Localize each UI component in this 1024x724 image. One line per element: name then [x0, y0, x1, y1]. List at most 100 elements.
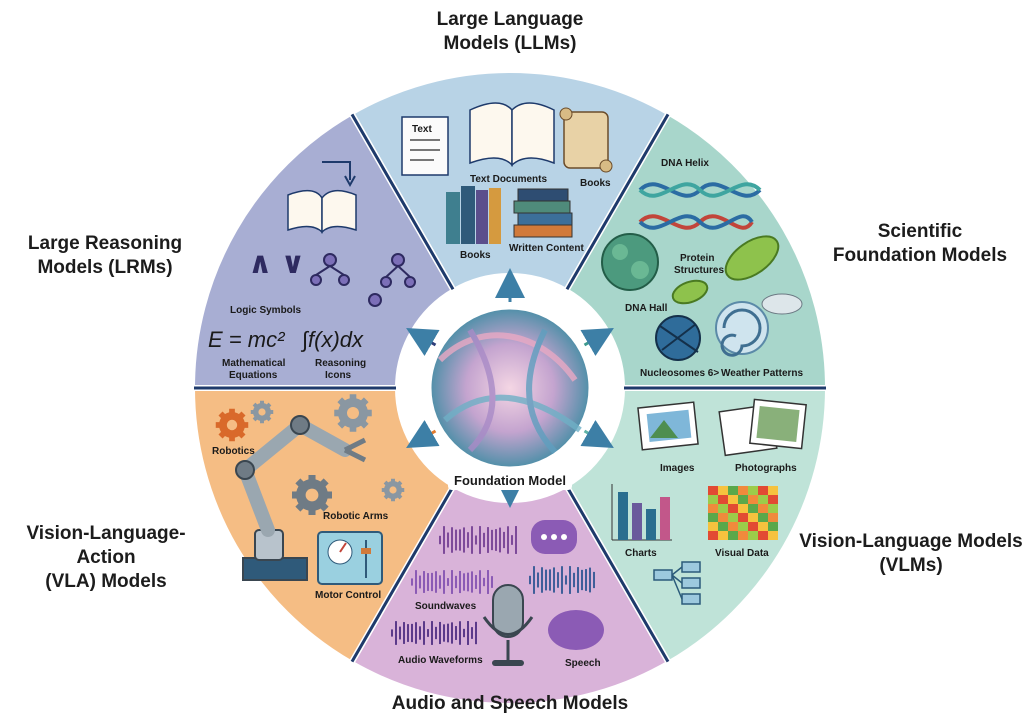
- heatmap-cell: [738, 522, 748, 531]
- heatmap-cell: [728, 531, 738, 540]
- heatmap-cell: [748, 504, 758, 513]
- scroll-icon: [559, 107, 613, 173]
- llm-item-written-content: Written Content: [509, 243, 584, 254]
- open-book-icon: [469, 102, 555, 167]
- heatmap-cell: [708, 531, 718, 540]
- arrow-2: [580, 420, 614, 449]
- dna-helix-icon: [638, 182, 762, 230]
- vla-item-motor-control: Motor Control: [315, 590, 381, 601]
- lrm-item-logic-symbols: Logic Symbols: [230, 305, 302, 316]
- nucleosome-icon: [655, 315, 701, 361]
- title-llm-line2: Models (LLMs): [443, 33, 577, 54]
- sci-item-weather: Weather Patterns: [721, 368, 804, 379]
- heatmap-icon: [708, 486, 778, 540]
- heatmap-cell: [748, 495, 758, 504]
- center-label: Foundation Model: [454, 473, 566, 488]
- title-vlm-line2: (VLMs): [879, 555, 943, 576]
- title-audio: Audio and Speech Models: [370, 692, 650, 716]
- flowchart-icon: [653, 561, 701, 605]
- heatmap-cell: [738, 504, 748, 513]
- heatmap-cell: [728, 513, 738, 522]
- sci-item-structures: Structures: [674, 265, 724, 276]
- text-document-icon: [401, 116, 449, 176]
- reasoning-network-icon: [310, 253, 416, 307]
- arrow-5: [406, 327, 440, 356]
- title-vla: Vision-Language-Action (VLA) Models: [0, 522, 212, 594]
- heatmap-cell: [768, 504, 778, 513]
- title-scientific: Scientific Foundation Models: [820, 220, 1020, 268]
- lrm-item-icons: Icons: [325, 370, 352, 381]
- heatmap-cell: [718, 522, 728, 531]
- gear-icon: [250, 400, 274, 424]
- title-llm: Large Language Models (LLMs): [410, 8, 610, 56]
- vlm-item-visual-data: Visual Data: [715, 548, 769, 559]
- heatmap-cell: [708, 486, 718, 495]
- heatmap-cell: [718, 495, 728, 504]
- equation-integral: ∫f(x)dx: [300, 327, 364, 352]
- vlm-item-images: Images: [660, 463, 695, 474]
- heatmap-cell: [768, 495, 778, 504]
- audio-item-speech: Speech: [565, 658, 601, 669]
- robotic-arm-icon: [235, 415, 367, 581]
- core-swirls: [437, 328, 582, 455]
- speech-bubble-icon: [531, 520, 577, 554]
- heatmap-cell: [748, 531, 758, 540]
- heatmap-cell: [708, 522, 718, 531]
- title-vlm: Vision-Language Models (VLMs): [798, 530, 1024, 578]
- heatmap-cell: [768, 513, 778, 522]
- heatmap-cell: [748, 522, 758, 531]
- sector-dividers: [194, 113, 826, 663]
- llm-item-books: Books: [460, 250, 491, 261]
- title-sci-line1: Scientific: [877, 221, 963, 242]
- vla-item-robotic-arms: Robotic Arms: [323, 511, 389, 522]
- gear-icon: [292, 475, 332, 515]
- photographs-icon: [718, 398, 807, 457]
- heatmap-cell: [768, 531, 778, 540]
- sci-item-dna-helix: DNA Helix: [661, 158, 709, 169]
- heatmap-cell: [758, 504, 768, 513]
- heatmap-cell: [758, 531, 768, 540]
- heatmap-cell: [718, 486, 728, 495]
- vla-item-robotics: Robotics: [212, 446, 255, 457]
- center-label-bg: [448, 470, 572, 490]
- foundation-core: [428, 306, 592, 470]
- soundwave-icons: [391, 526, 595, 645]
- llm-item-text-documents: Text Documents: [470, 174, 547, 185]
- heatmap-cell: [718, 531, 728, 540]
- heatmap-cell: [738, 495, 748, 504]
- divider-line-3: [565, 485, 670, 663]
- gear-icon: [334, 394, 372, 432]
- heatmap-cell: [708, 513, 718, 522]
- title-llm-line1: Large Language: [436, 9, 584, 30]
- speech-icon: [548, 610, 604, 650]
- audio-item-audio-waveforms: Audio Waveforms: [398, 655, 483, 666]
- heatmap-cell: [738, 531, 748, 540]
- title-sci-line2: Foundation Models: [832, 245, 1008, 266]
- llm-item-text: Text: [412, 124, 432, 135]
- sci-item-protein: Protein: [680, 253, 714, 264]
- heatmap-cell: [728, 522, 738, 531]
- heatmap-cell: [738, 486, 748, 495]
- divider-line-1: [565, 113, 670, 291]
- logic-symbols-text: ∧ ∨: [248, 247, 305, 280]
- lrm-item-equations: Equations: [229, 370, 278, 381]
- heatmap-cell: [758, 513, 768, 522]
- book-stack-icon: [513, 188, 573, 238]
- heatmap-cell: [708, 495, 718, 504]
- sci-item-nucleosomes: Nucleosomes 6>: [640, 368, 719, 379]
- equation-emc2: E = mc²: [208, 327, 285, 352]
- title-vla-line2: (VLA) Models: [45, 571, 167, 592]
- heatmap-cell: [768, 522, 778, 531]
- vlm-item-charts: Charts: [625, 548, 657, 559]
- lrm-item-mathematical: Mathematical: [222, 358, 286, 369]
- heatmap-cell: [728, 504, 738, 513]
- gear-icon: [381, 478, 405, 502]
- divider-line-4: [350, 485, 455, 663]
- title-vlm-line1: Vision-Language Models: [799, 531, 1023, 552]
- audio-item-soundwaves: Soundwaves: [415, 601, 477, 612]
- arrow-4: [406, 420, 440, 449]
- books-icon: [446, 186, 501, 244]
- heatmap-cell: [758, 495, 768, 504]
- gear-icon: [215, 408, 249, 442]
